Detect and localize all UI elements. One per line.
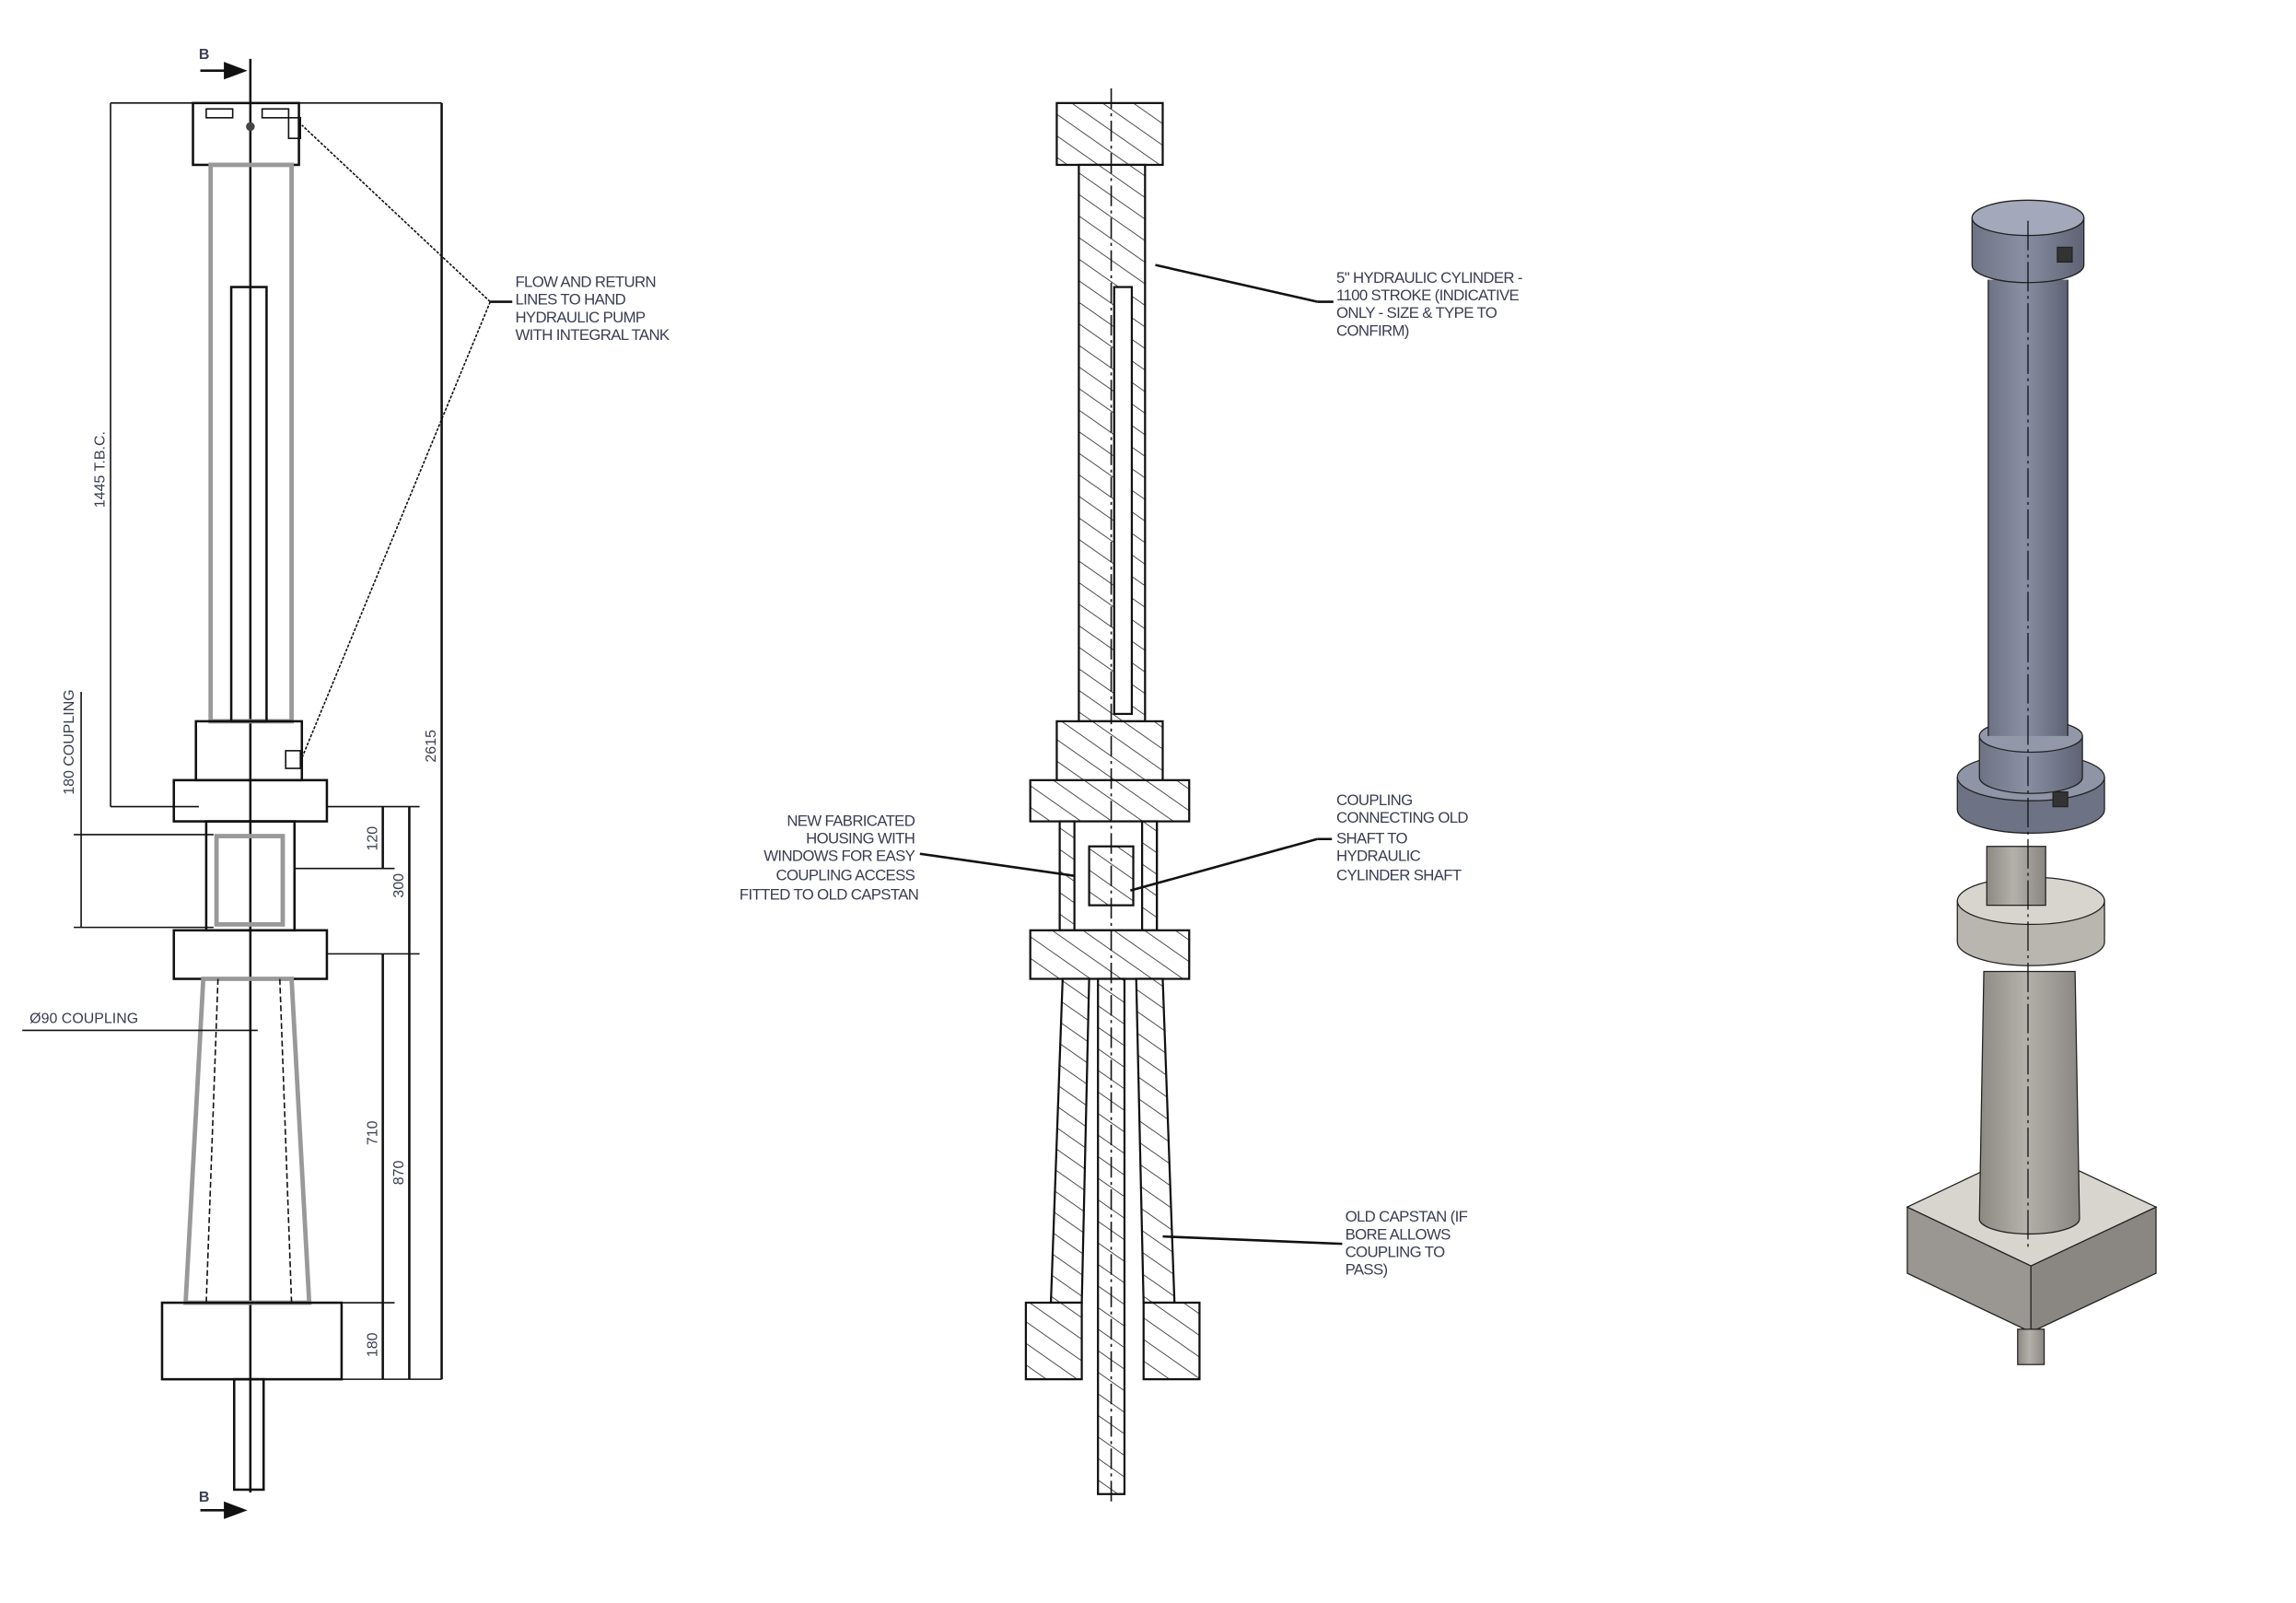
arrow-icon [224, 1501, 248, 1519]
section-view: 5" HYDRAULIC CYLINDER - 1100 STROKE (IND… [740, 88, 1526, 1502]
capstan-base [160, 1301, 344, 1381]
section-base-left [1024, 1301, 1083, 1381]
section-rod [1113, 286, 1134, 716]
section-label: B [199, 1490, 210, 1505]
note-flow-return: FLOW AND RETURN LINES TO HAND HYDRAULIC … [515, 274, 669, 345]
dim-180: 180 [365, 1332, 380, 1357]
note-old-capstan: OLD CAPSTAN (IF BORE ALLOWS COUPLING TO … [1346, 1208, 1472, 1279]
note-fabricated-housing: NEW FABRICATED HOUSING WITH WINDOWS FOR … [740, 812, 918, 903]
section-top-cap [1055, 101, 1164, 167]
coupling [214, 834, 286, 927]
hydraulic-port [287, 117, 301, 139]
dim-overall: 2615 [424, 730, 439, 763]
dim-bolt-centres: 1445 T.B.C. [93, 431, 109, 508]
dim-870: 870 [391, 1160, 407, 1185]
note-hydraulic-cylinder: 5" HYDRAULIC CYLINDER - 1100 STROKE (IND… [1336, 269, 1526, 340]
elevation-view: B B [22, 47, 670, 1519]
note-coupling: COUPLING CONNECTING OLD SHAFT TO HYDRAUL… [1336, 791, 1472, 883]
capstan-3d [1978, 970, 2080, 1235]
isometric-3d-view [1906, 199, 2158, 1365]
dim-710: 710 [365, 1120, 380, 1145]
section-base-right [1142, 1301, 1201, 1381]
section-lower-flange [1029, 929, 1191, 980]
dim-coupling-dia: Ø90 COUPLING [29, 1011, 138, 1026]
dimensions: 1445 T.B.C. 180 COUPLING Ø90 COUPLING 12… [22, 102, 443, 1380]
section-bottom-cap [1055, 720, 1164, 789]
section-label: B [199, 47, 210, 63]
section-cylinder [1078, 163, 1147, 723]
dim-300: 300 [391, 873, 407, 898]
piston-rod [229, 286, 268, 723]
section-marker-top: B [199, 47, 248, 80]
arrow-icon [224, 62, 248, 80]
dim-120: 120 [365, 826, 380, 851]
cylinder-top-cap [192, 101, 300, 167]
old-shaft [232, 1377, 265, 1492]
dim-coupling-180: 180 COUPLING [62, 689, 77, 795]
capstan-body [183, 977, 312, 1305]
section-marker-bottom: B [199, 1490, 248, 1519]
section-upper-flange [1029, 778, 1191, 823]
